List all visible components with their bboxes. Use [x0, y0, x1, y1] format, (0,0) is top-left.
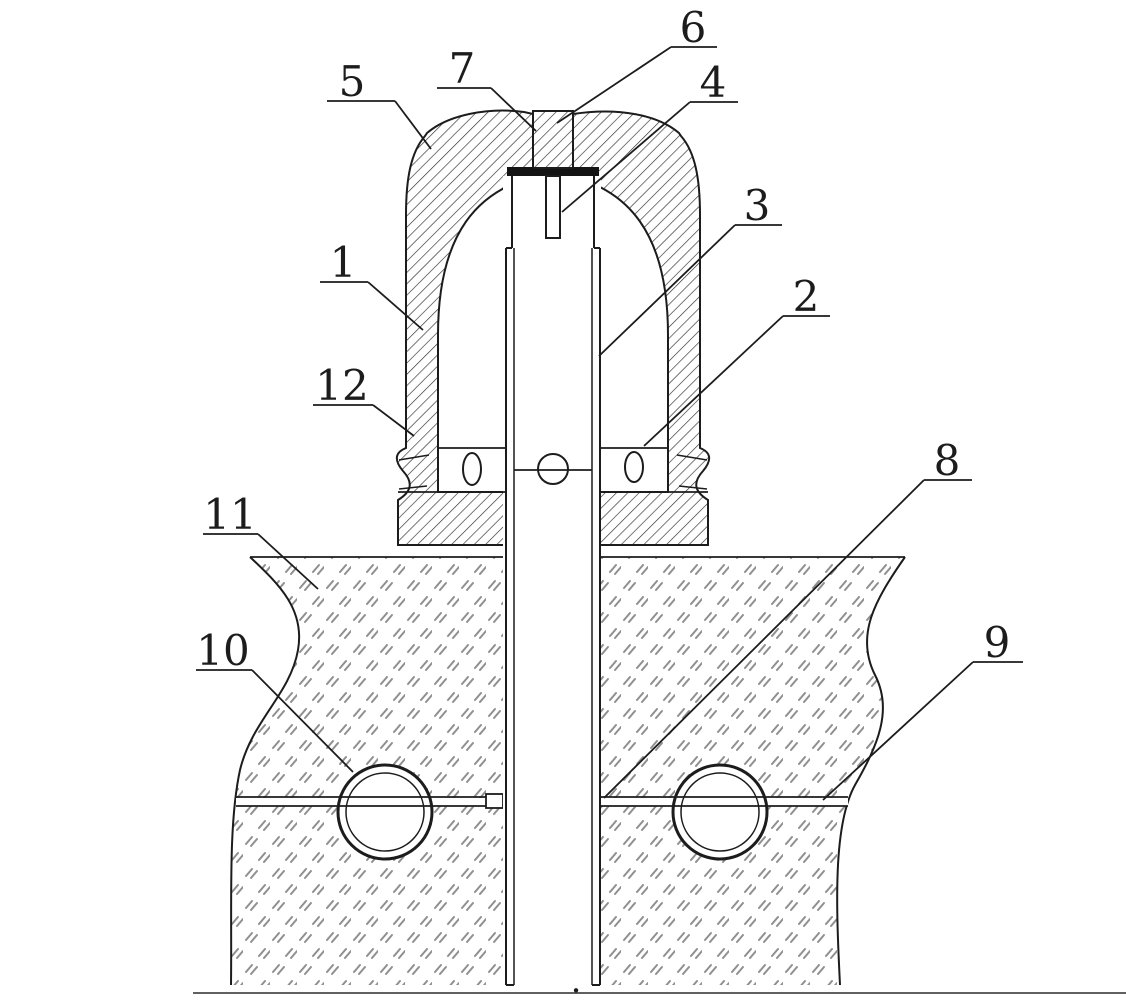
callout-12: 12	[313, 361, 415, 437]
tube-bore-fill	[503, 176, 601, 986]
callout-6: 6	[556, 3, 717, 124]
callout-1: 1	[320, 238, 424, 331]
callout-7: 7	[437, 44, 537, 132]
left-port-hole	[462, 452, 482, 486]
callout-4-label: 4	[700, 58, 727, 107]
right-skirt-groove	[676, 454, 708, 490]
callout-12-label: 12	[315, 361, 368, 410]
callout-5-leader	[394, 100, 432, 150]
callout-1-leader	[367, 281, 424, 331]
callout-2-leader	[643, 315, 784, 447]
right-pipe-inner	[680, 772, 760, 852]
callout-1-label: 1	[330, 238, 357, 287]
callout-9-leader	[822, 661, 974, 801]
callout-7-leader	[490, 87, 537, 132]
top-plug-section	[532, 110, 574, 169]
base-band	[398, 447, 708, 493]
callout-4-leader	[561, 101, 691, 213]
right-pipe-fill	[673, 765, 767, 859]
tube-top-cap-bar	[507, 167, 599, 176]
callout-10-leader	[251, 669, 354, 773]
channel-tube-junction-notch	[485, 793, 504, 809]
callout-9: 9	[822, 618, 1023, 801]
callout-7-label: 7	[449, 44, 476, 93]
callout-11: 11	[203, 490, 319, 590]
callout-6-leader	[556, 46, 672, 124]
right-pipe-outer	[671, 763, 769, 861]
callouts: 1 2 3 4 5 6 7	[196, 3, 1023, 801]
callout-2: 2	[643, 272, 830, 447]
callout-3-leader	[598, 224, 736, 357]
center-port-hole	[537, 453, 569, 485]
callout-3-label: 3	[744, 181, 771, 230]
left-skirt-groove	[398, 454, 430, 490]
left-pipe-inner	[345, 772, 425, 852]
callout-10-label: 10	[196, 626, 249, 675]
callout-3: 3	[598, 181, 782, 357]
callout-10: 10	[196, 626, 354, 773]
callout-5: 5	[327, 57, 432, 150]
ground-left-break-edge	[230, 556, 301, 986]
callout-6-label: 6	[680, 3, 707, 52]
callout-8-leader	[603, 479, 925, 799]
callout-12-leader	[372, 404, 415, 437]
callout-9-label: 9	[984, 618, 1011, 667]
left-pipe-outer	[336, 763, 434, 861]
footnote-mark: .	[571, 961, 582, 1000]
ground-right-break-edge	[836, 556, 906, 986]
callout-8-label: 8	[934, 436, 961, 485]
center-tube	[503, 110, 601, 986]
callout-4: 4	[561, 58, 738, 213]
right-port-hole	[624, 451, 644, 483]
callout-11-label: 11	[203, 490, 256, 539]
callout-8: 8	[603, 436, 972, 799]
left-pipe-fill	[338, 765, 432, 859]
callout-11-leader	[257, 533, 319, 590]
callout-2-label: 2	[793, 272, 820, 321]
inner-slot	[545, 175, 561, 239]
callout-5-label: 5	[339, 57, 366, 106]
